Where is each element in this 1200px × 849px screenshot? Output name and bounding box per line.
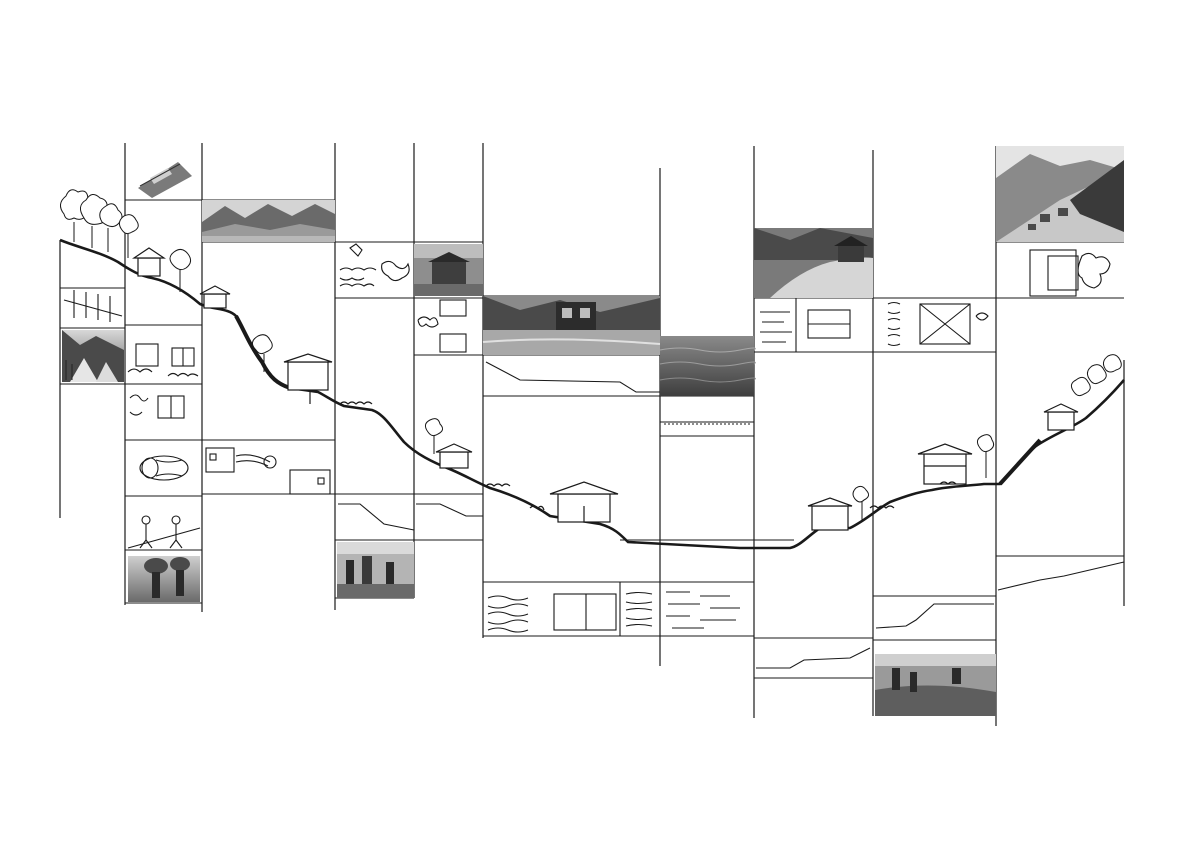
- wave-texture-sketch: [666, 592, 740, 628]
- house-sketch-8: [1044, 404, 1078, 430]
- field-workers-photo: [875, 654, 996, 716]
- wood-log-sketch: [140, 456, 188, 480]
- house-sketch-5: [550, 482, 618, 522]
- pine-tree-sketch: [64, 290, 122, 322]
- house-plan-sketch: [760, 298, 850, 352]
- house-plan-sketch: [206, 448, 330, 494]
- sea-photo: [660, 336, 755, 396]
- house-sketch-4: [436, 444, 472, 468]
- river-house-photo: [483, 296, 660, 355]
- house-plan-sketch: [1030, 250, 1110, 296]
- house-sketch-1: [134, 248, 164, 276]
- log-photo: [128, 158, 200, 198]
- house-sketch-2: [200, 286, 230, 308]
- mountain-range-photo: [202, 200, 335, 242]
- stone-texture-sketch: [340, 244, 409, 286]
- wave-texture-sketch: [488, 582, 652, 636]
- house-plan-sketch: [418, 300, 466, 352]
- farmers-carrying-hay-photo: [128, 556, 200, 602]
- barn-photo: [414, 244, 483, 296]
- forest-valley-photo: [62, 330, 124, 382]
- roof-plan-sketch: [888, 303, 988, 346]
- house-sketch-7: [918, 444, 972, 484]
- profile-line-sketch: [338, 362, 1124, 668]
- people-walking-sketch: [128, 516, 200, 548]
- mountain-village-photo: [996, 146, 1124, 242]
- grid-rows: [60, 200, 1124, 678]
- river-valley-photo: [754, 228, 873, 298]
- house-plan-sketch: [128, 344, 198, 418]
- house-sketch-6: [808, 498, 852, 530]
- harvest-workers-photo: [337, 542, 414, 598]
- houses: [134, 248, 1078, 530]
